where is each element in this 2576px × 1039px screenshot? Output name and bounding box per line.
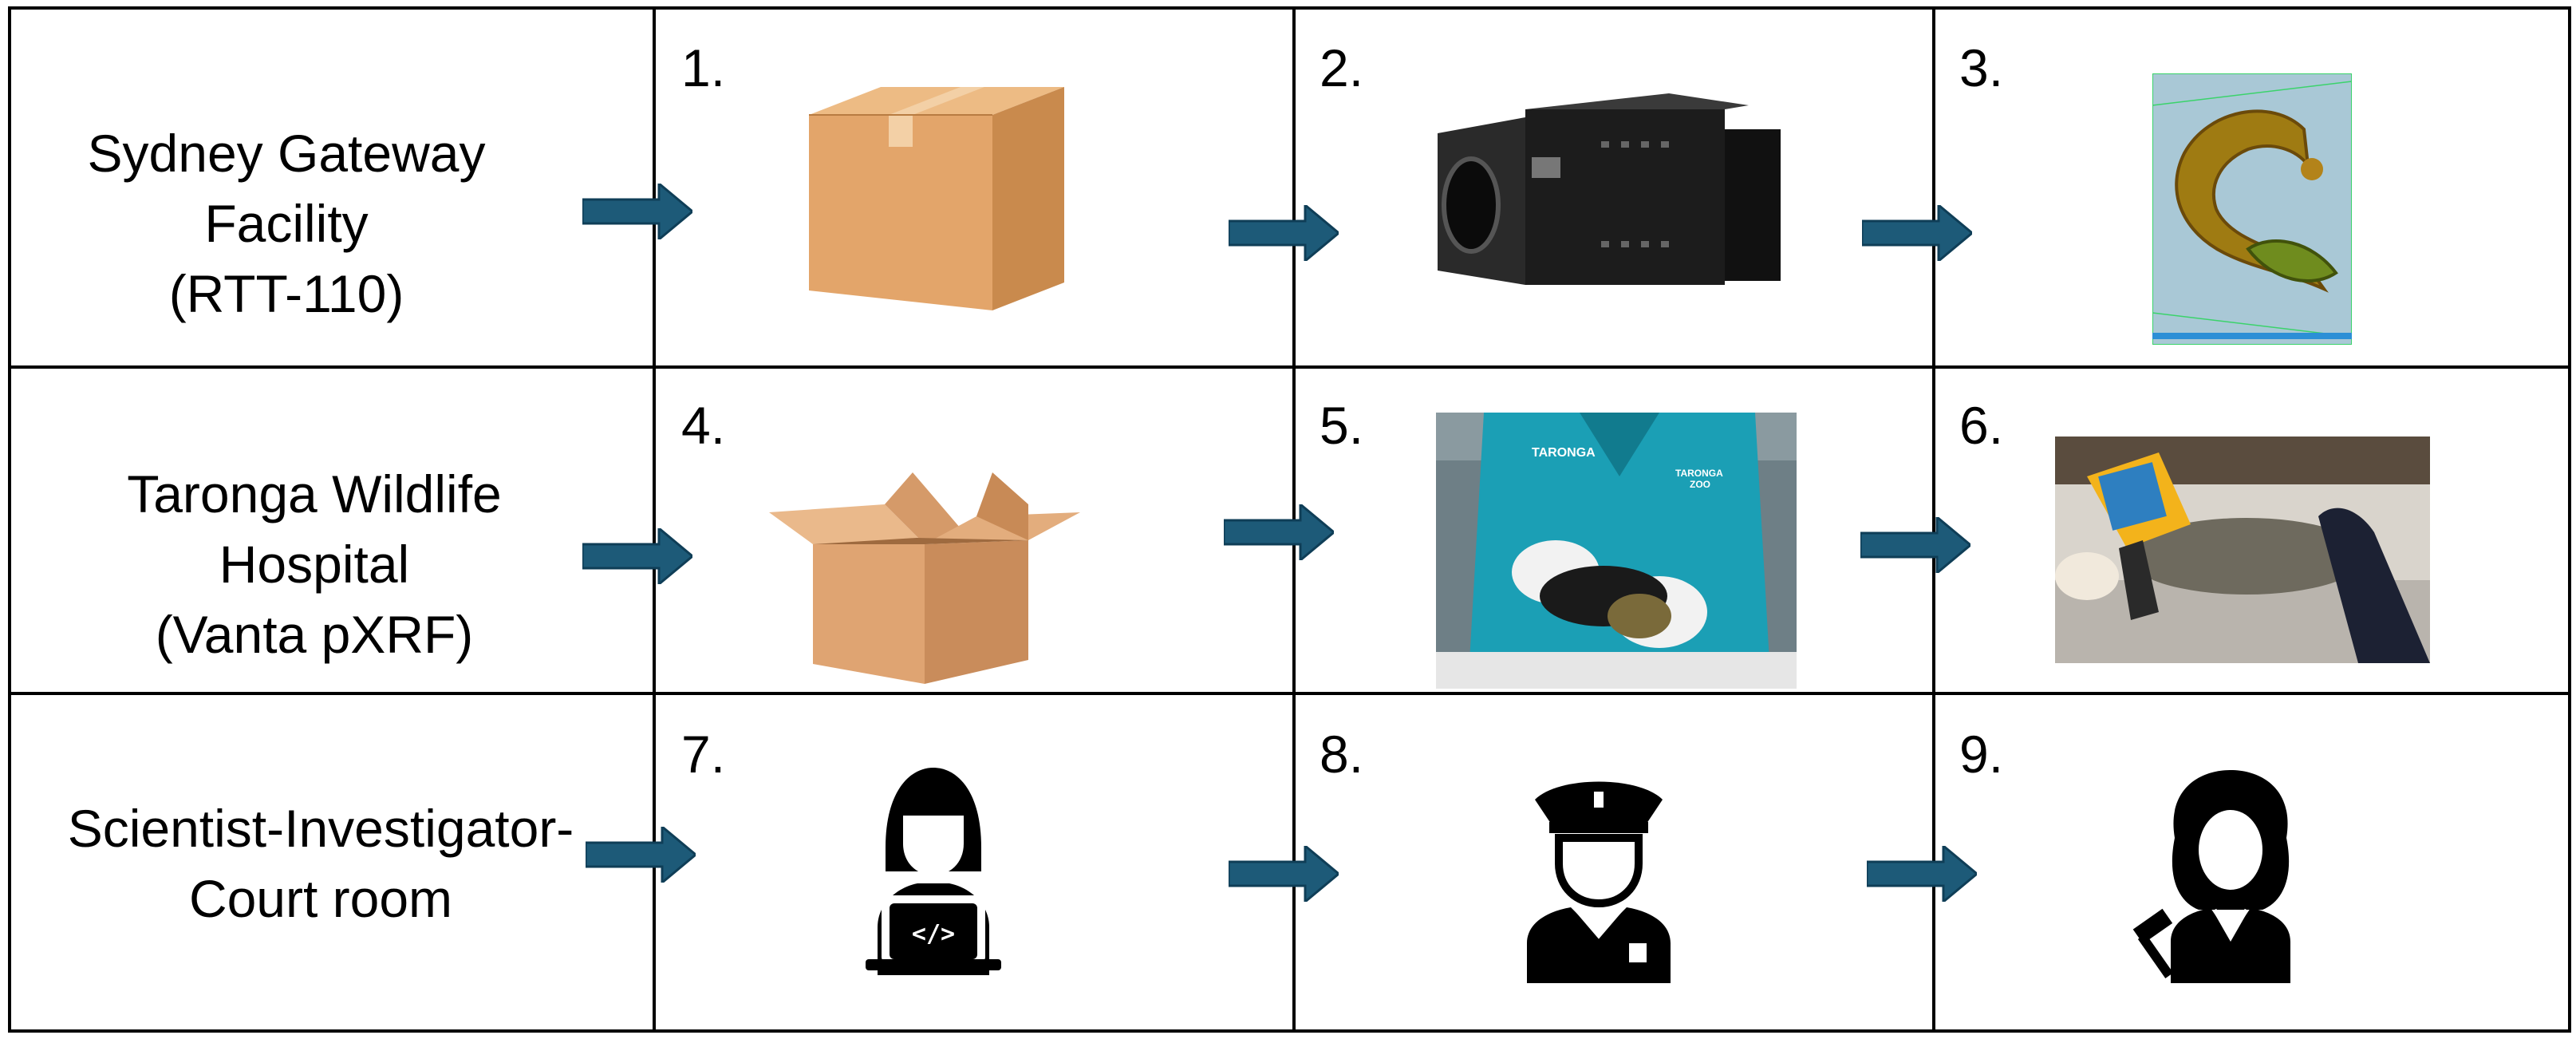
step-number-4: 4. [681,396,726,455]
row-label-sydney-gateway: Sydney Gateway Facility (RTT-110) [87,124,486,323]
photo-text: TARONGA [1675,468,1723,479]
step-number-2: 2. [1320,38,1364,97]
judge-gavel-icon [2132,770,2290,983]
step-number-8: 8. [1320,725,1364,784]
row-label-taronga-hospital: Taronga Wildlife Hospital (Vanta pXRF) [127,464,502,664]
open-box-icon [769,472,1080,684]
arrow-right-icon [582,184,692,239]
step-number-9: 9. [1959,725,2004,784]
arrow-right-icon [586,827,696,883]
police-officer-icon [1527,781,1671,983]
step-number-6: 6. [1959,396,2004,455]
arrow-right-icon [1229,846,1339,902]
scientist-laptop-icon: </> [866,768,1001,975]
arrow-right-icon [1229,205,1339,261]
step-number-3: 3. [1959,38,2004,97]
code-glyph: </> [912,920,955,948]
vet-holding-lizard-photo: TARONGA TARONGA ZOO [1436,413,1797,689]
xray-scanner-machine-icon [1438,93,1781,285]
photo-text: TARONGA [1532,446,1596,460]
arrow-right-icon [1862,205,1972,261]
workflow-grid: Sydney Gateway Facility (RTT-110) Tarong… [8,6,2571,1033]
column-divider [1932,10,1935,1029]
row-label-scientist-court: Scientist-Investigator- Court room [67,799,574,928]
pxrf-analyzer-on-lizard-photo [2055,437,2430,663]
arrow-right-icon [1860,517,1970,573]
step-number-7: 7. [681,725,726,784]
arrow-right-icon [582,528,692,584]
arrow-right-icon [1867,846,1977,902]
row-divider [11,692,2568,695]
arrow-right-icon [1224,504,1334,560]
step-number-5: 5. [1320,396,1364,455]
photo-text: ZOO [1690,479,1710,490]
row-divider [11,365,2568,369]
column-divider [653,10,656,1029]
closed-box-icon [809,87,1064,310]
step-number-1: 1. [681,38,726,97]
ct-scan-reptile-image-icon [2152,73,2352,345]
